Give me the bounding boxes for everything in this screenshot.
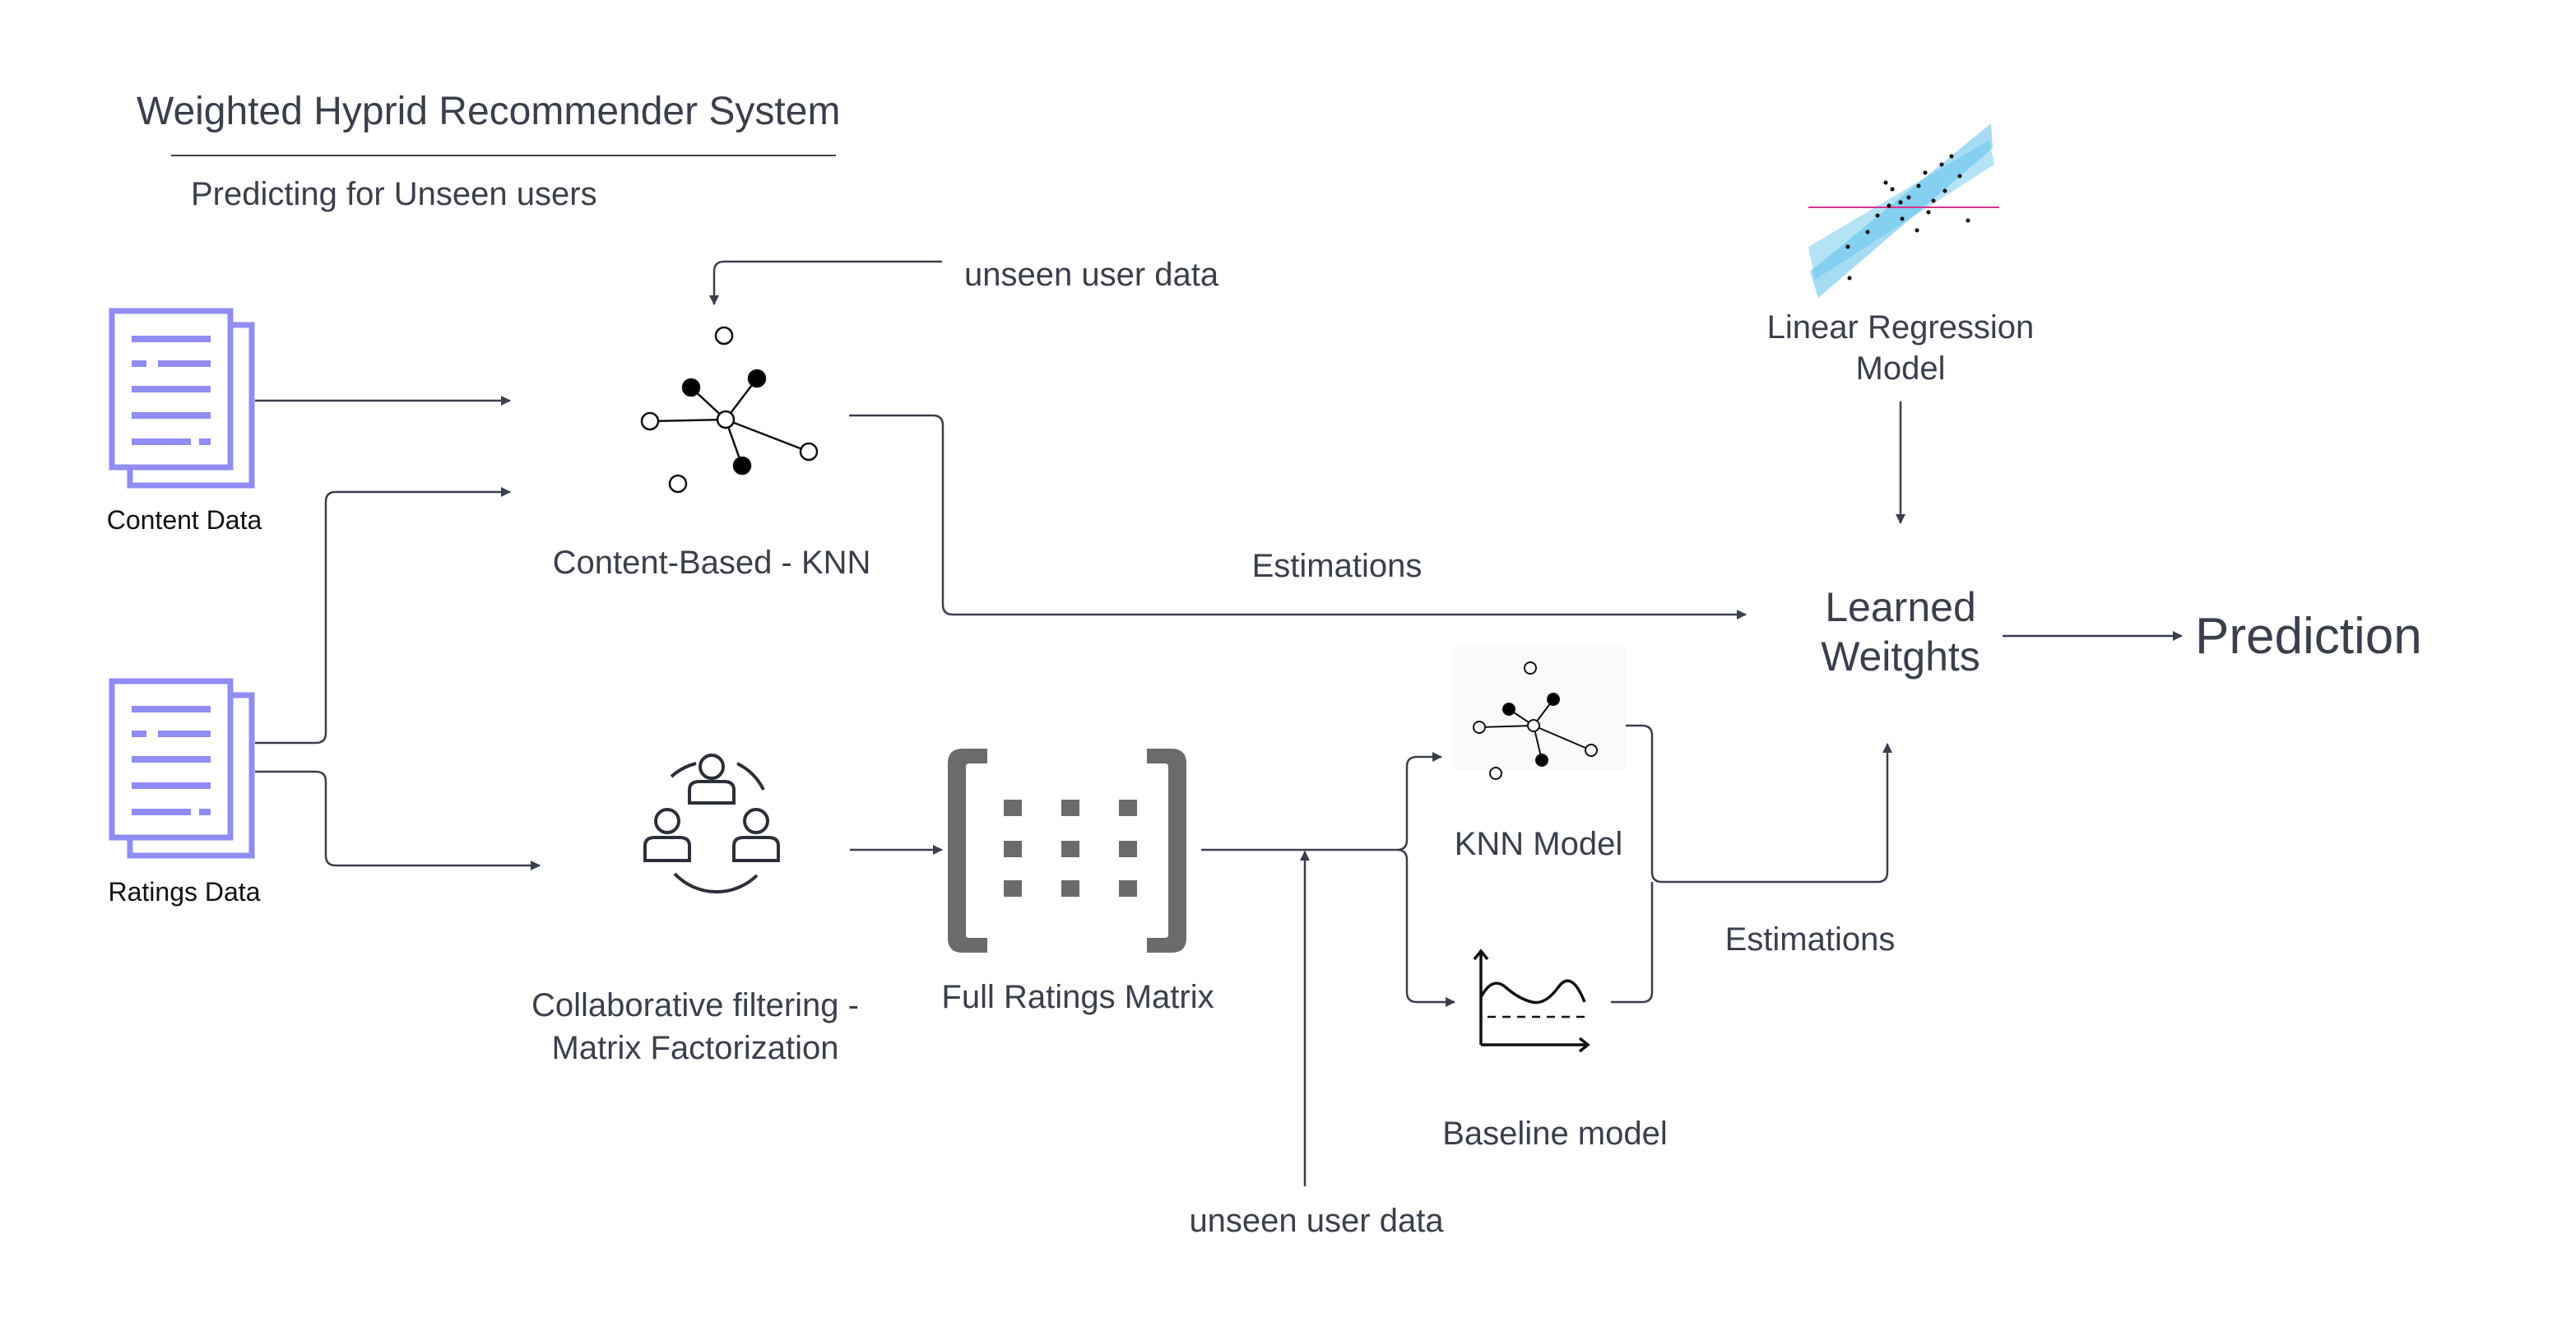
baseline-line-chart-icon [1473,949,1590,1053]
content-data-document-icon [109,308,255,489]
collab-label-line2: Matrix Factorization [551,1030,839,1066]
prediction-label: Prediction [2195,608,2422,665]
content-knn-network-icon [640,326,819,494]
baseline-model-label: Baseline model [1442,1116,1668,1152]
diagram-subtitle: Predicting for Unseen users [191,176,597,212]
content-knn-label: Content-Based - KNN [552,545,871,581]
ratings-data-document-icon [109,678,255,859]
edge-ratings-to-collab [255,770,541,870]
linear-regression-label-line1: Linear Regression [1766,309,2035,346]
learned-weights-label-line1: Learned [1825,584,1976,630]
unseen-user-data-top-label: unseen user data [964,257,1219,293]
edge-baseline-merge [1611,882,1654,1004]
edge-ratings-to-knn [255,487,511,745]
estimations-bottom-label: Estimations [1724,921,1896,958]
knn-model-label: KNN Model [1454,826,1623,862]
unseen-user-data-bottom-label: unseen user data [1189,1203,1444,1239]
diagram-title: Weighted Hyprid Recommender System [137,90,841,133]
edge-matrix-to-baseline [1396,848,1455,1007]
edge-unseen-to-knn [709,260,942,305]
regression-scatter-icon [1808,123,1999,298]
learned-weights-label-line2: Weitghts [1821,633,1980,680]
full-matrix-label: Full Ratings Matrix [941,979,1214,1015]
edge-knn-estimations [849,414,1747,619]
content-data-label: Content Data [106,505,262,535]
full-matrix-icon [948,749,1186,953]
knn-model-network-icon [1453,647,1626,780]
ratings-data-label: Ratings Data [108,877,261,907]
linear-regression-label-line2: Model [1855,350,1946,387]
estimations-top-label: Estimations [1251,548,1423,584]
collab-label-line1: Collaborative filtering - [531,987,859,1023]
edge-models-estimations [1624,724,1892,884]
edge-matrix-to-models [1201,752,1442,851]
collab-people-icon [643,754,780,894]
